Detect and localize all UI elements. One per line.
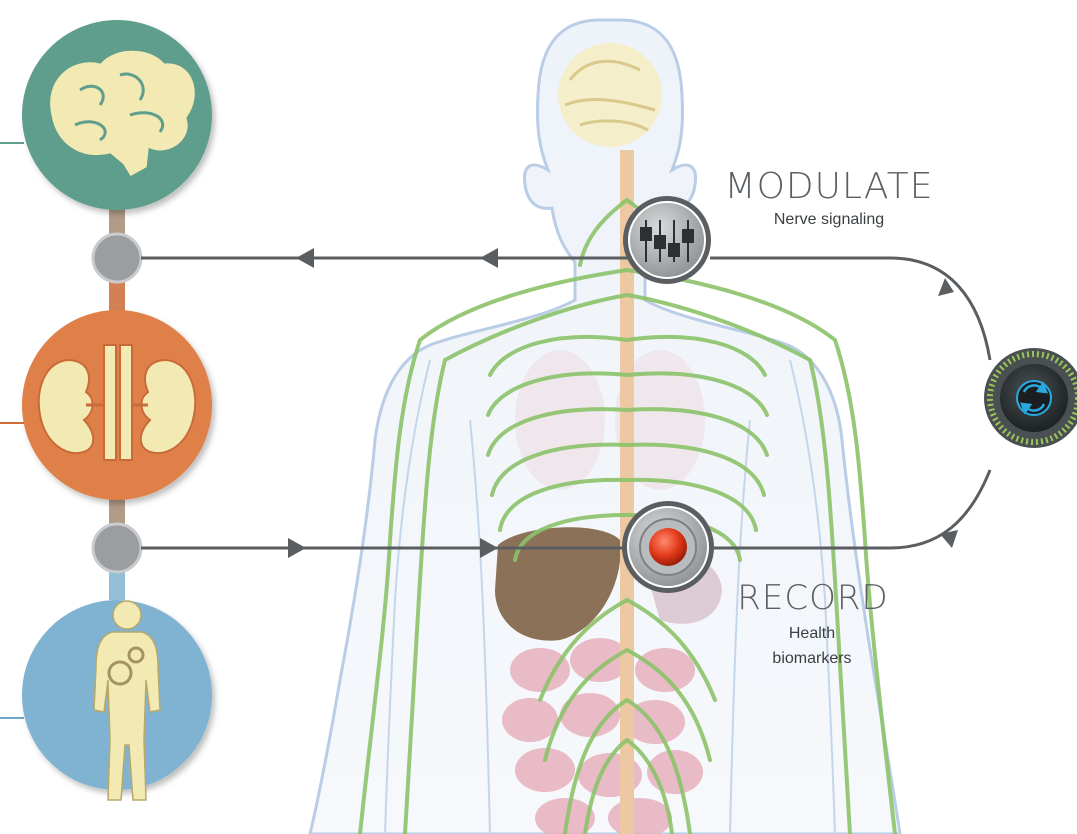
- kidney-icon: [39, 345, 196, 460]
- upper-connector-node[interactable]: [93, 234, 141, 282]
- head-brain: [558, 43, 662, 147]
- record-subtitle-line1: Health: [789, 625, 835, 642]
- record-button-icon[interactable]: [649, 528, 687, 566]
- arrow-left-icon: [480, 248, 498, 268]
- controller-device[interactable]: [984, 348, 1077, 448]
- modulate-subtitle: Nerve signaling: [774, 211, 884, 228]
- lower-connector-node[interactable]: [93, 524, 141, 572]
- modulate-device[interactable]: [623, 196, 711, 284]
- record-title: RECORD: [737, 578, 888, 618]
- modulate-title: MODULATE: [725, 166, 934, 207]
- arrow-right-icon: [288, 538, 306, 558]
- record-subtitle-line2: biomarkers: [772, 650, 851, 667]
- arrow-left-icon: [296, 248, 314, 268]
